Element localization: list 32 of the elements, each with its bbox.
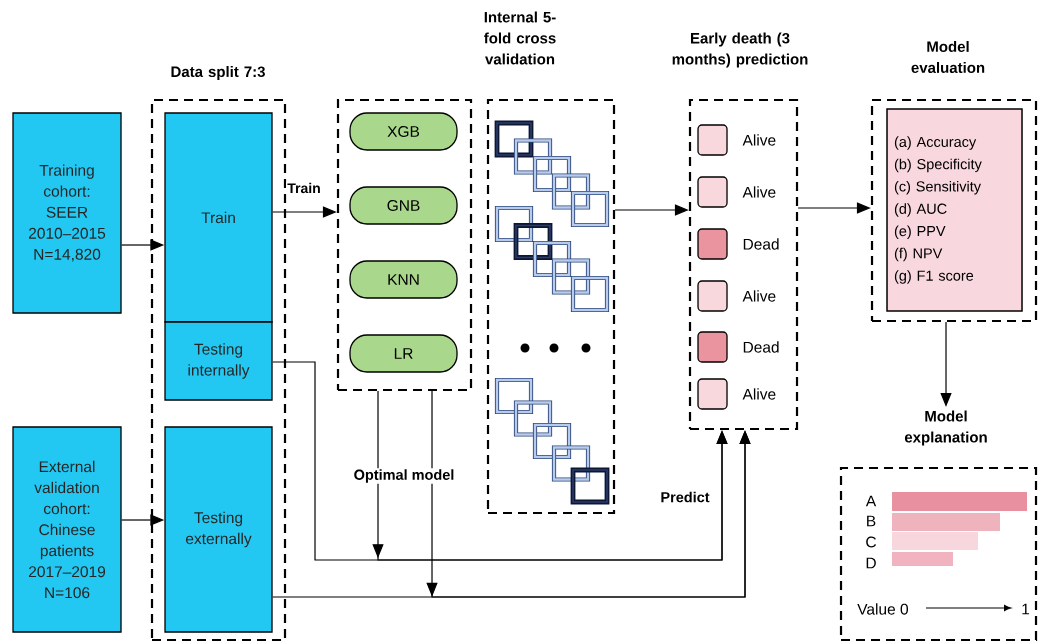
cohort-box: External validation cohort: Chinese patients 2017–2019 N=106 — [12, 426, 122, 633]
bar-label: C — [866, 536, 876, 548]
bar-label: B — [867, 515, 876, 527]
cohort-box: Training cohort: SEER 2010–2015 N=14,820 — [12, 112, 122, 314]
bar-label: A — [865, 495, 877, 507]
annotation-label: Optimal model — [352, 468, 456, 484]
annotation-label: Predict — [659, 490, 711, 504]
outcome-label: Alive — [742, 388, 776, 400]
edge-label: Train — [286, 181, 322, 195]
section-heading: Early death (3 months) prediction — [672, 32, 808, 68]
bar-label: D — [866, 557, 876, 569]
section-heading: Data split 7:3 — [171, 66, 265, 80]
outcome-label: Alive — [742, 290, 776, 302]
section-heading: Internal 5-fold cross validation — [484, 11, 556, 65]
metrics-box: (a) Accuracy (b) Specificity (c) Sensitivity (d) AUC (e) PPV (f) NPV (g) F1 score — [886, 108, 1023, 312]
axis-label: 1 — [1022, 603, 1030, 615]
section-heading: Model evaluation — [911, 41, 985, 73]
cohort-box: Testing externally — [164, 426, 273, 633]
outcome-label: Dead — [743, 341, 779, 353]
cohort-box: Testing internally — [164, 321, 273, 401]
dashed-group-box — [336, 98, 473, 392]
outcome-label: Alive — [742, 186, 776, 198]
outcome-label: Dead — [743, 238, 779, 250]
arrow — [372, 390, 728, 561]
axis-label: Value 0 — [857, 603, 908, 615]
model-pill: XGB — [349, 112, 458, 151]
arrow — [426, 390, 751, 598]
model-pill: GNB — [349, 186, 458, 225]
model-pill: LR — [349, 334, 458, 373]
model-pill: KNN — [349, 260, 458, 299]
outcome-label: Alive — [742, 134, 776, 146]
section-heading: Model explanation — [904, 410, 987, 446]
